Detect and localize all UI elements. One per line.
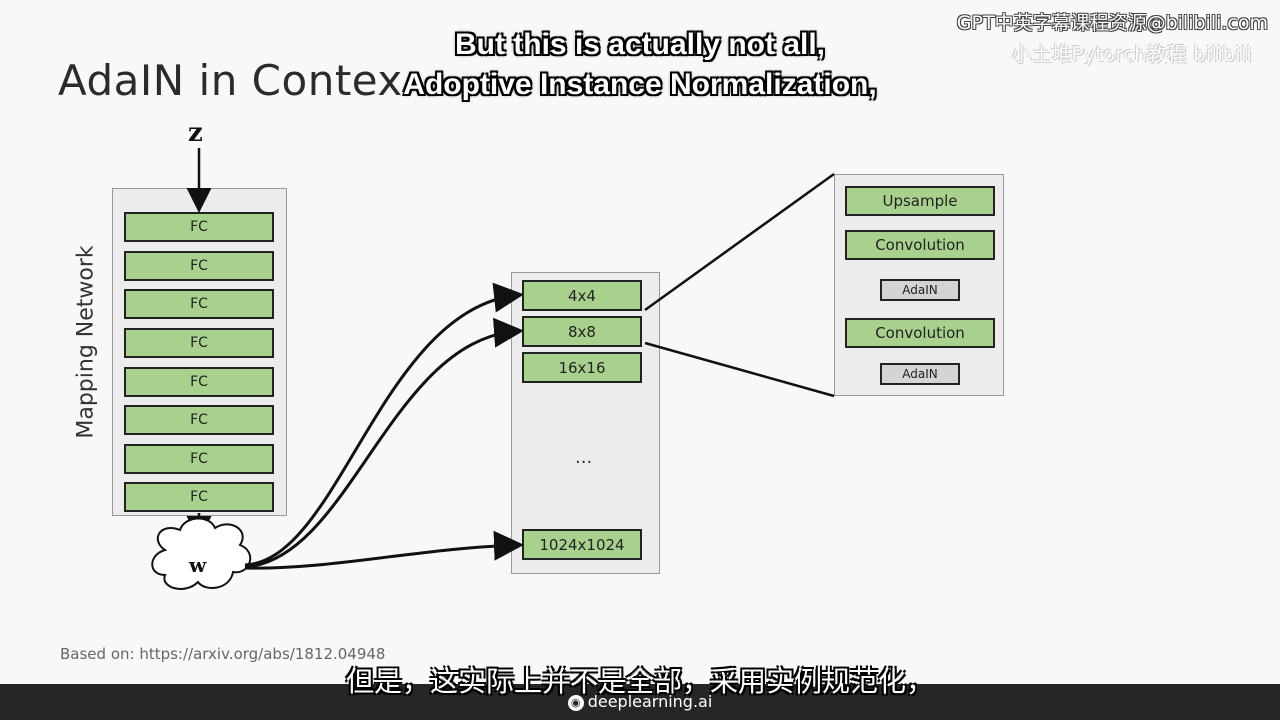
adain-layer-2: AdaIN	[880, 363, 960, 385]
w-cloud	[151, 517, 252, 590]
deeplearning-logo-icon: ◉	[567, 694, 584, 711]
ellipsis: ...	[575, 447, 593, 468]
brand: ◉deeplearning.ai	[0, 692, 1280, 711]
bottom-bar	[0, 684, 1280, 720]
fc-layer: FC	[124, 482, 274, 512]
slide-title: AdaIN in Contex	[58, 56, 403, 105]
block-4x4: 4x4	[522, 280, 642, 311]
zoom-line-bottom	[644, 341, 835, 398]
latent-z-label: z	[188, 118, 203, 148]
source-note: Based on: https://arxiv.org/abs/1812.049…	[60, 645, 386, 663]
subtitle-en-line1: But this is actually not all,	[454, 28, 826, 61]
fc-layer: FC	[124, 367, 274, 397]
w-to-4x4	[244, 282, 524, 567]
subtitle-en-line2: Adoptive Instance Normalization,	[403, 68, 877, 101]
block-16x16: 16x16	[522, 352, 642, 383]
zoom-line-top	[644, 172, 835, 312]
latent-w-label: w	[189, 553, 207, 577]
fc-layer: FC	[124, 251, 274, 281]
block-8x8: 8x8	[522, 316, 642, 347]
upsample-layer: Upsample	[845, 186, 995, 216]
adain-layer-1: AdaIN	[880, 279, 960, 301]
fc-layer: FC	[124, 328, 274, 358]
convolution-layer-1: Convolution	[845, 230, 995, 260]
block-1024x1024: 1024x1024	[522, 529, 642, 560]
watermark-text: GPT中英字幕课程资源@bilibili.com	[956, 12, 1268, 34]
fc-layer: FC	[124, 212, 274, 242]
w-to-8x8	[244, 317, 524, 569]
fc-layer: FC	[124, 289, 274, 319]
watermark-text-secondary: 小土堆Pytorch教程 bilibili	[1011, 42, 1252, 66]
convolution-layer-2: Convolution	[845, 318, 995, 348]
brand-name: deeplearning.ai	[587, 692, 713, 711]
w-to-1024	[244, 530, 524, 570]
fc-layer: FC	[124, 444, 274, 474]
subtitle-cn: 但是，这实际上并不是全部，采用实例规范化，	[345, 665, 934, 698]
fc-layer: FC	[124, 405, 274, 435]
